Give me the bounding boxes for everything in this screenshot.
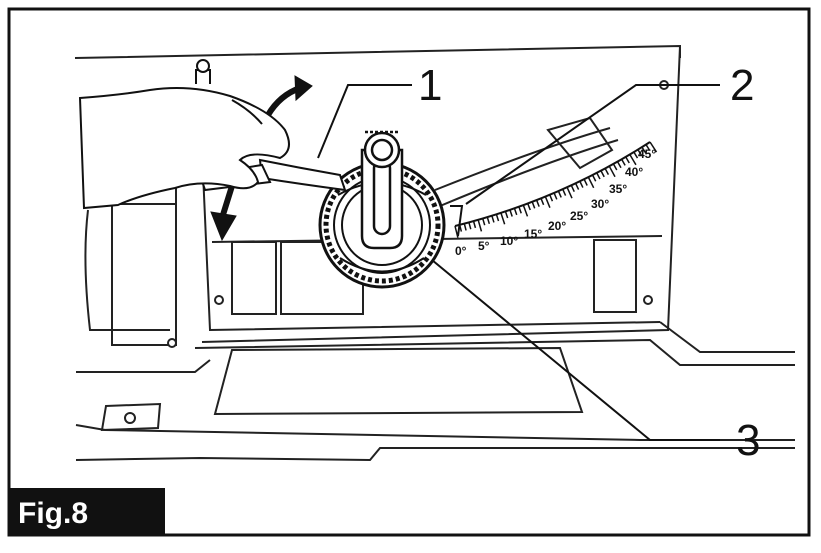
scale-tick	[504, 211, 509, 219]
scale-tick-label: 15°	[524, 227, 542, 241]
scale-tick	[522, 204, 529, 217]
scale-tick	[645, 144, 651, 151]
scale-tick	[633, 151, 639, 159]
scale-tick-label: 10°	[500, 234, 518, 248]
scale-tick	[570, 184, 575, 192]
scale-tick-label: 0°	[455, 244, 467, 258]
scale-tick	[612, 163, 618, 171]
scale-tick	[527, 203, 531, 211]
scale-tick	[583, 178, 588, 186]
scale-tick-label: 25°	[570, 209, 588, 223]
scale-tick	[616, 161, 622, 169]
scale-tick	[600, 170, 605, 178]
scale-tick	[566, 186, 573, 199]
callout-1: 1	[418, 61, 442, 110]
scale-tick	[500, 212, 506, 225]
scale-tick	[591, 174, 597, 182]
scale-tick	[596, 172, 601, 180]
scale-tick-label: 35°	[609, 182, 627, 196]
scale-tick	[629, 154, 637, 166]
scale-tick	[482, 218, 486, 226]
figure-label-box	[9, 488, 165, 535]
scale-tick-label: 45°	[638, 147, 656, 161]
scale-tick-label: 5°	[478, 239, 490, 253]
scale-tick-label: 40°	[625, 165, 643, 179]
callout-leaders	[317, 84, 720, 441]
scale-tick	[491, 215, 495, 223]
scale-tick	[513, 208, 518, 216]
scale-tick	[540, 198, 545, 206]
scale-tick	[544, 196, 551, 208]
scale-tick	[587, 176, 595, 189]
scale-tick	[553, 192, 558, 200]
scale-tick	[604, 168, 610, 175]
bevel-arc	[434, 116, 619, 207]
bevel-pointer	[450, 205, 464, 237]
scale-tick	[574, 182, 580, 190]
figure-label: Fig.8	[18, 497, 88, 530]
scale-tick	[649, 141, 658, 153]
scale-tick	[641, 146, 647, 154]
scale-tick	[620, 158, 626, 166]
scale-tick	[562, 188, 567, 196]
scale-tick	[531, 201, 536, 209]
bevel-scale-ticks	[454, 141, 658, 238]
scale-tick	[535, 199, 540, 207]
bevel-scale-labels: 0° 5° 10° 15° 20° 25° 30° 35° 40° 45°	[455, 147, 656, 258]
scale-tick	[509, 209, 513, 217]
scale-tick	[468, 222, 472, 230]
figure-frame	[7, 7, 811, 537]
scale-tick	[472, 220, 477, 229]
scale-tick-label: 20°	[548, 219, 566, 233]
callout-2: 2	[730, 61, 754, 110]
scale-tick	[608, 165, 616, 178]
scale-tick-label: 30°	[591, 197, 609, 211]
scale-tick	[463, 223, 467, 231]
scale-tick	[549, 194, 554, 202]
bevel-scale-baseline	[454, 141, 651, 227]
scale-tick	[637, 149, 643, 156]
scale-tick	[625, 156, 630, 164]
scale-tick	[557, 190, 562, 198]
crank-handle	[360, 130, 404, 250]
scale-tick	[579, 180, 584, 188]
callout-3: 3	[736, 416, 760, 465]
hand-illustration	[78, 59, 290, 210]
scale-tick	[486, 216, 491, 225]
rotation-arrows	[210, 75, 313, 242]
scale-tick	[518, 206, 522, 214]
scale-tick	[495, 214, 500, 222]
scale-tick	[477, 219, 483, 232]
